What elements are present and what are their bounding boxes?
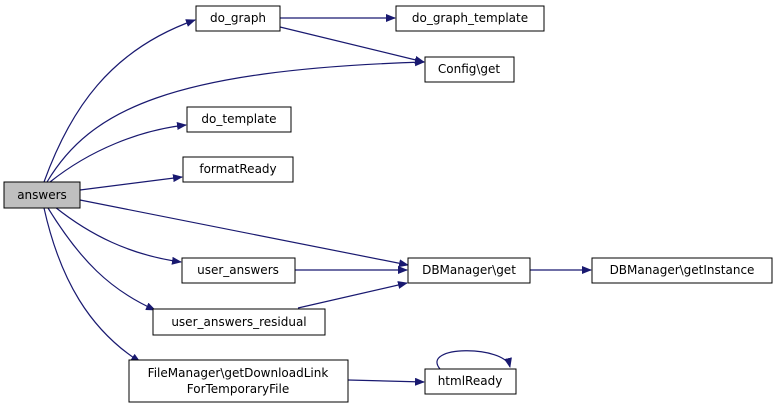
- node-dbmanager-getinstance-label: DBManager\getInstance: [610, 263, 755, 277]
- node-formatready[interactable]: formatReady: [182, 156, 294, 183]
- node-user-answers-label: user_answers: [197, 263, 279, 277]
- node-user-answers-residual-label: user_answers_residual: [171, 315, 306, 329]
- node-filemanager-label-line1: FileManager\getDownloadLink: [148, 366, 329, 380]
- node-answers[interactable]: answers: [3, 181, 81, 209]
- node-user-answers[interactable]: user_answers: [181, 257, 296, 284]
- edge-answers-formatready: [79, 174, 183, 191]
- node-user-answers-residual[interactable]: user_answers_residual: [152, 308, 326, 336]
- node-do-template[interactable]: do_template: [186, 106, 292, 133]
- node-do-template-label: do_template: [201, 112, 276, 126]
- node-formatready-label: formatReady: [199, 162, 276, 176]
- node-dbmanager-get-label: DBManager\get: [422, 263, 516, 277]
- edge-answers-filemanager: [43, 207, 141, 363]
- edge-answers-user-answers: [54, 206, 182, 265]
- node-do-graph-template-label: do_graph_template: [412, 11, 528, 25]
- edge-htmlready-self: [436, 350, 512, 370]
- edge-answers-do-graph: [43, 19, 196, 183]
- node-do-graph-label: do_graph: [210, 11, 266, 25]
- node-filemanager[interactable]: FileManager\getDownloadLink ForTemporary…: [128, 359, 349, 403]
- node-answers-label: answers: [17, 188, 67, 202]
- node-do-graph[interactable]: do_graph: [195, 5, 281, 32]
- edge-filemanager-htmlready: [347, 377, 425, 386]
- node-do-graph-template[interactable]: do_graph_template: [395, 5, 545, 32]
- edge-do-graph-config-get: [279, 26, 425, 64]
- node-htmlready[interactable]: htmlReady: [424, 368, 517, 395]
- node-dbmanager-getinstance[interactable]: DBManager\getInstance: [591, 257, 773, 284]
- edge-answers-dbmanager-get: [79, 199, 409, 268]
- node-config-get[interactable]: Config\get: [424, 56, 515, 83]
- node-filemanager-label-line2: ForTemporaryFile: [187, 382, 289, 396]
- edge-answers-config-get: [46, 58, 425, 183]
- node-config-get-label: Config\get: [438, 62, 501, 76]
- edge-answers-user-answers-residual: [47, 207, 156, 311]
- edge-answers-do-template: [49, 121, 187, 183]
- node-dbmanager-get[interactable]: DBManager\get: [407, 257, 531, 284]
- edges: [43, 14, 592, 386]
- node-htmlready-label: htmlReady: [438, 374, 503, 388]
- edge-residual-dbmanager-get: [297, 281, 408, 309]
